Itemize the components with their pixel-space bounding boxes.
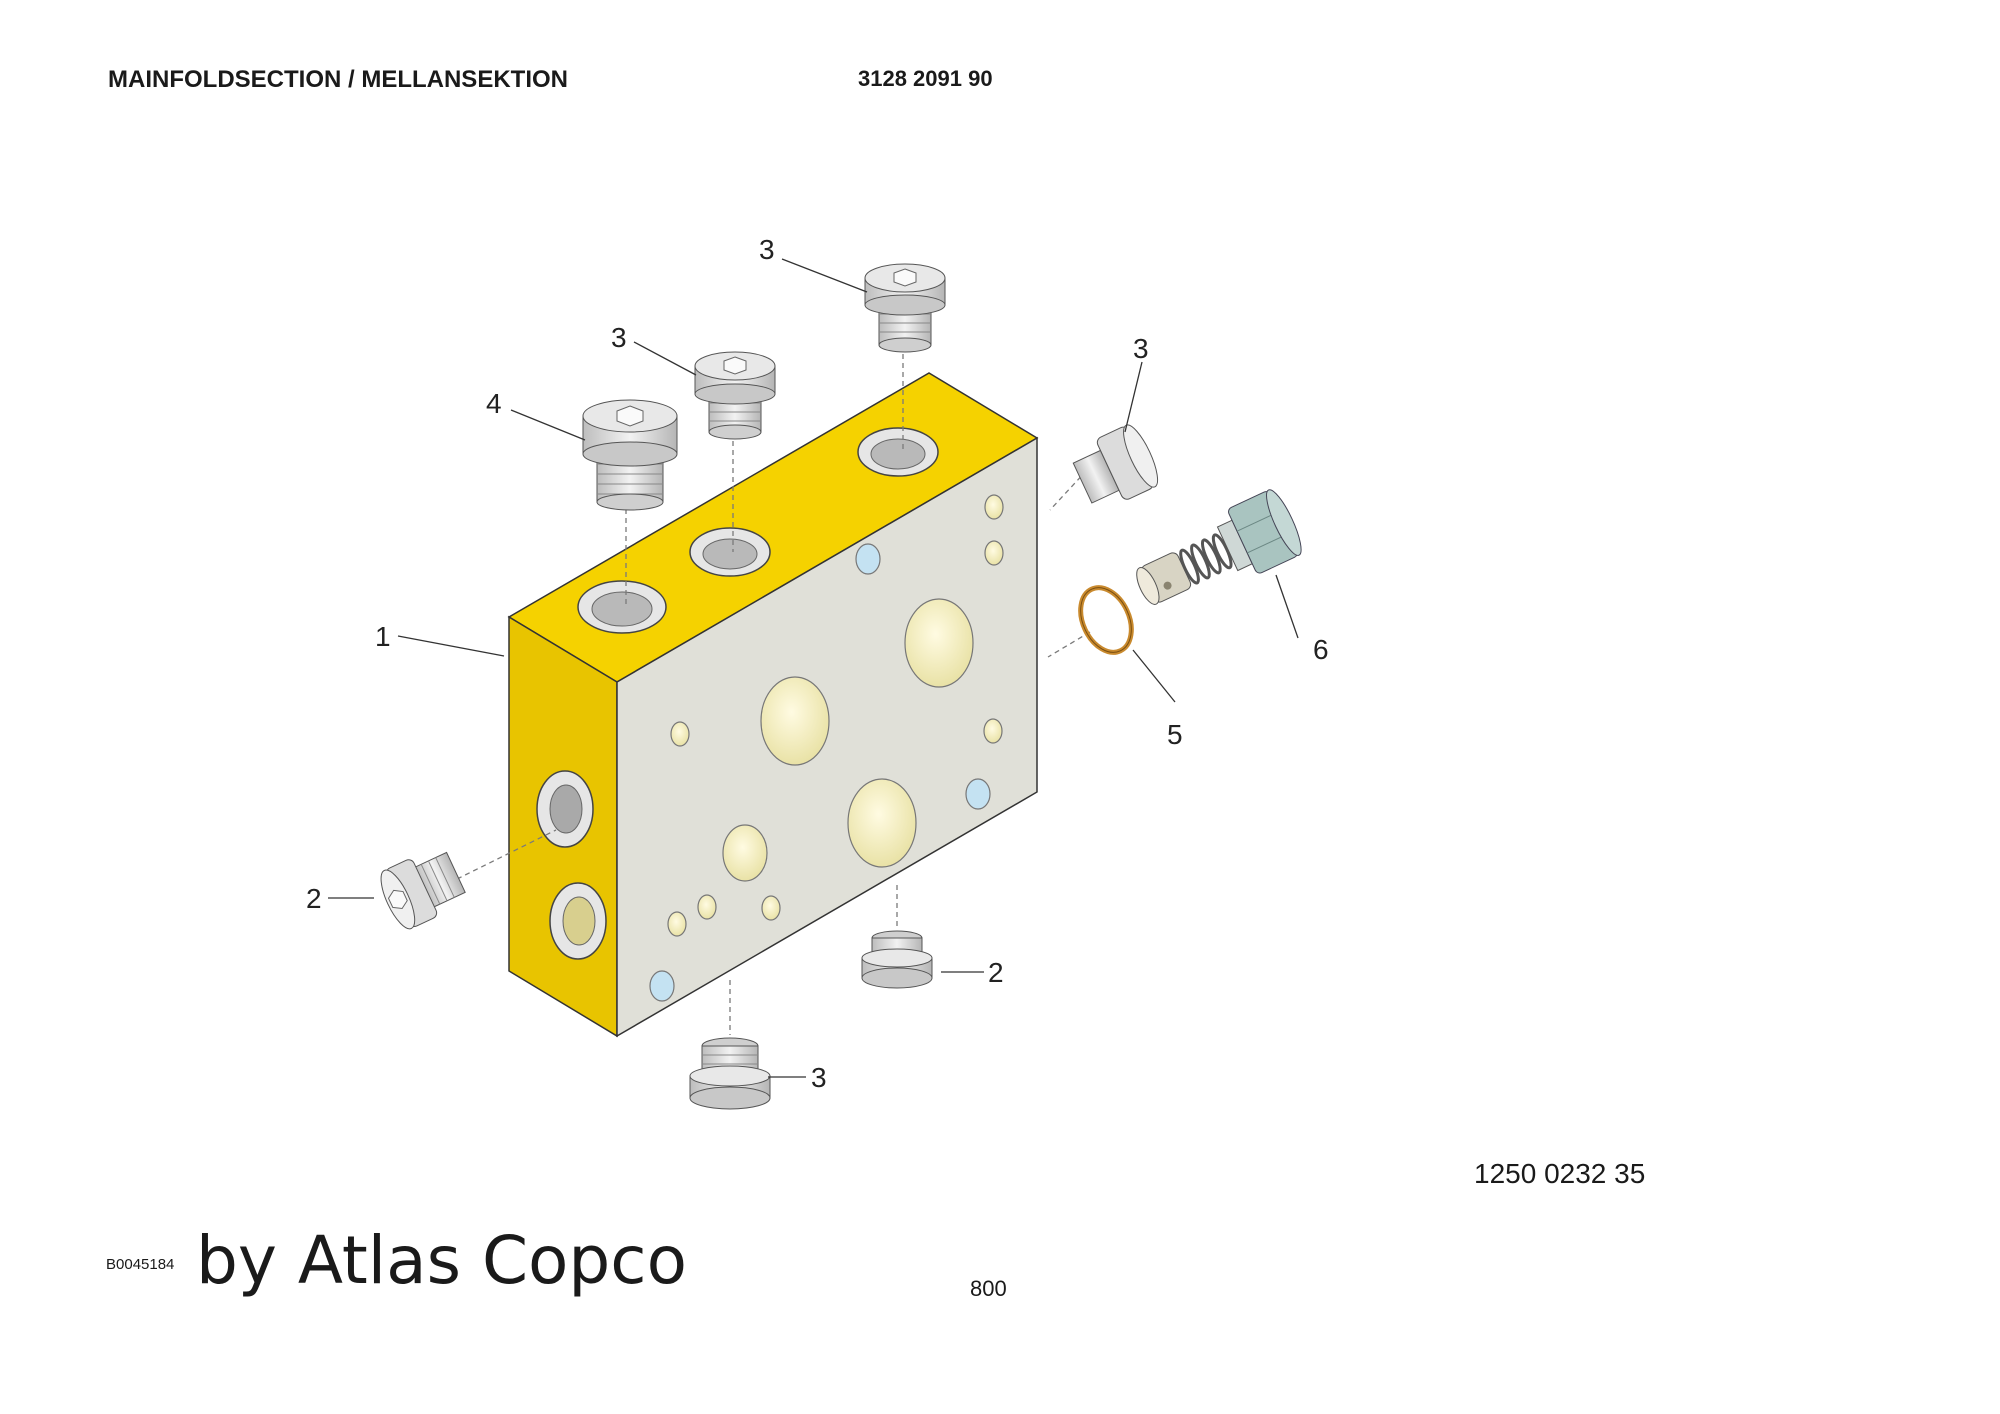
page-number: 800 [970, 1276, 1007, 1301]
top-port-2 [689, 527, 771, 577]
callout-4: 4 [486, 388, 502, 419]
callout-3-bottom: 3 [811, 1062, 827, 1093]
assembly-lines [448, 345, 1091, 1035]
plug-top-right [864, 263, 946, 353]
brand-byline: by Atlas Copco [196, 1222, 687, 1299]
plug-right [1072, 424, 1159, 504]
side-port-1 [536, 770, 594, 848]
callout-2-bottom-right: 2 [988, 957, 1004, 988]
plug-bottom-right [861, 930, 933, 989]
callout-3-right: 3 [1133, 333, 1149, 364]
callout-3-top-right: 3 [759, 234, 775, 265]
plug-side [380, 851, 466, 930]
top-port-1 [577, 580, 667, 634]
document-number: 3128 2091 90 [858, 66, 993, 91]
valve-cartridge [1136, 489, 1302, 605]
part-reference-number: 1250 0232 35 [1474, 1158, 1646, 1189]
page-title: MAINFOLDSECTION / MELLANSEKTION [108, 66, 568, 93]
front-ports [649, 494, 1004, 1002]
side-port-2 [549, 882, 607, 960]
manifold-block [507, 372, 1039, 1038]
top-port-3 [857, 427, 939, 477]
leader-lines [328, 258, 1299, 1078]
plug-large [582, 399, 678, 511]
callout-5: 5 [1167, 719, 1183, 750]
callout-3-top-left: 3 [611, 322, 627, 353]
callout-2-side: 2 [306, 883, 322, 914]
callout-6: 6 [1313, 634, 1329, 665]
plug-top-left [694, 351, 776, 440]
o-ring [1078, 585, 1134, 655]
callout-1: 1 [375, 621, 391, 652]
plug-bottom [689, 1037, 771, 1110]
figure-code: B0045184 [106, 1256, 175, 1273]
